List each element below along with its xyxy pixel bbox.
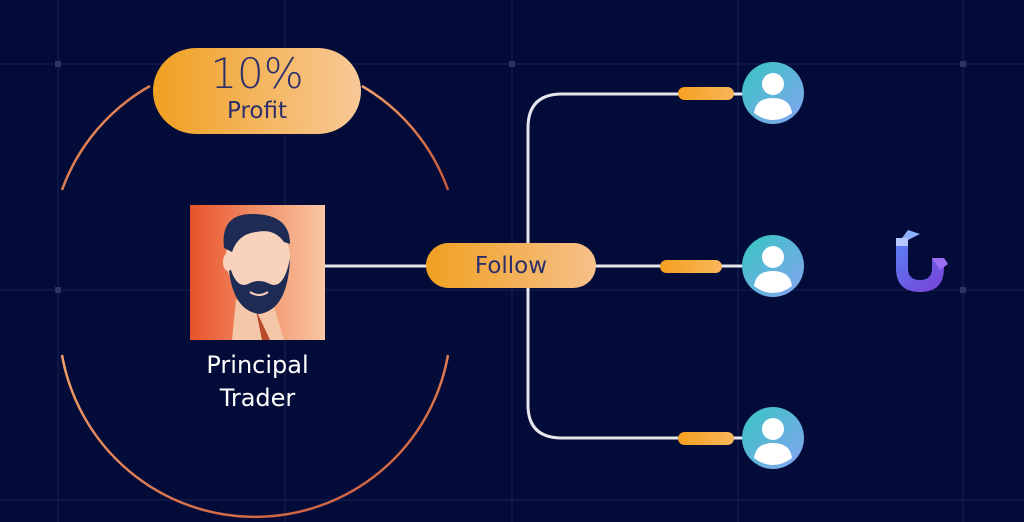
follow-button-label[interactable]: Follow xyxy=(474,253,548,279)
signal-dash-middle xyxy=(660,260,722,273)
profit-percent: 10% xyxy=(210,49,304,98)
follower-avatar-top xyxy=(742,62,804,124)
signal-dash-top xyxy=(678,87,734,100)
follower-avatar-bottom xyxy=(742,407,804,469)
follower-avatar-middle xyxy=(742,235,804,297)
magnet-logo-icon xyxy=(896,230,948,292)
signal-dash-bottom xyxy=(678,432,734,445)
signal-dashes xyxy=(660,87,734,445)
profit-label: Profit xyxy=(227,98,287,124)
follow-button[interactable] xyxy=(426,243,596,288)
principal-trader-label-line1: Principal xyxy=(206,351,309,379)
principal-trader-label-line2: Trader xyxy=(219,384,296,412)
profit-ring xyxy=(60,84,450,519)
profit-badge xyxy=(153,48,361,134)
bearded-man-avatar-icon xyxy=(190,205,325,340)
